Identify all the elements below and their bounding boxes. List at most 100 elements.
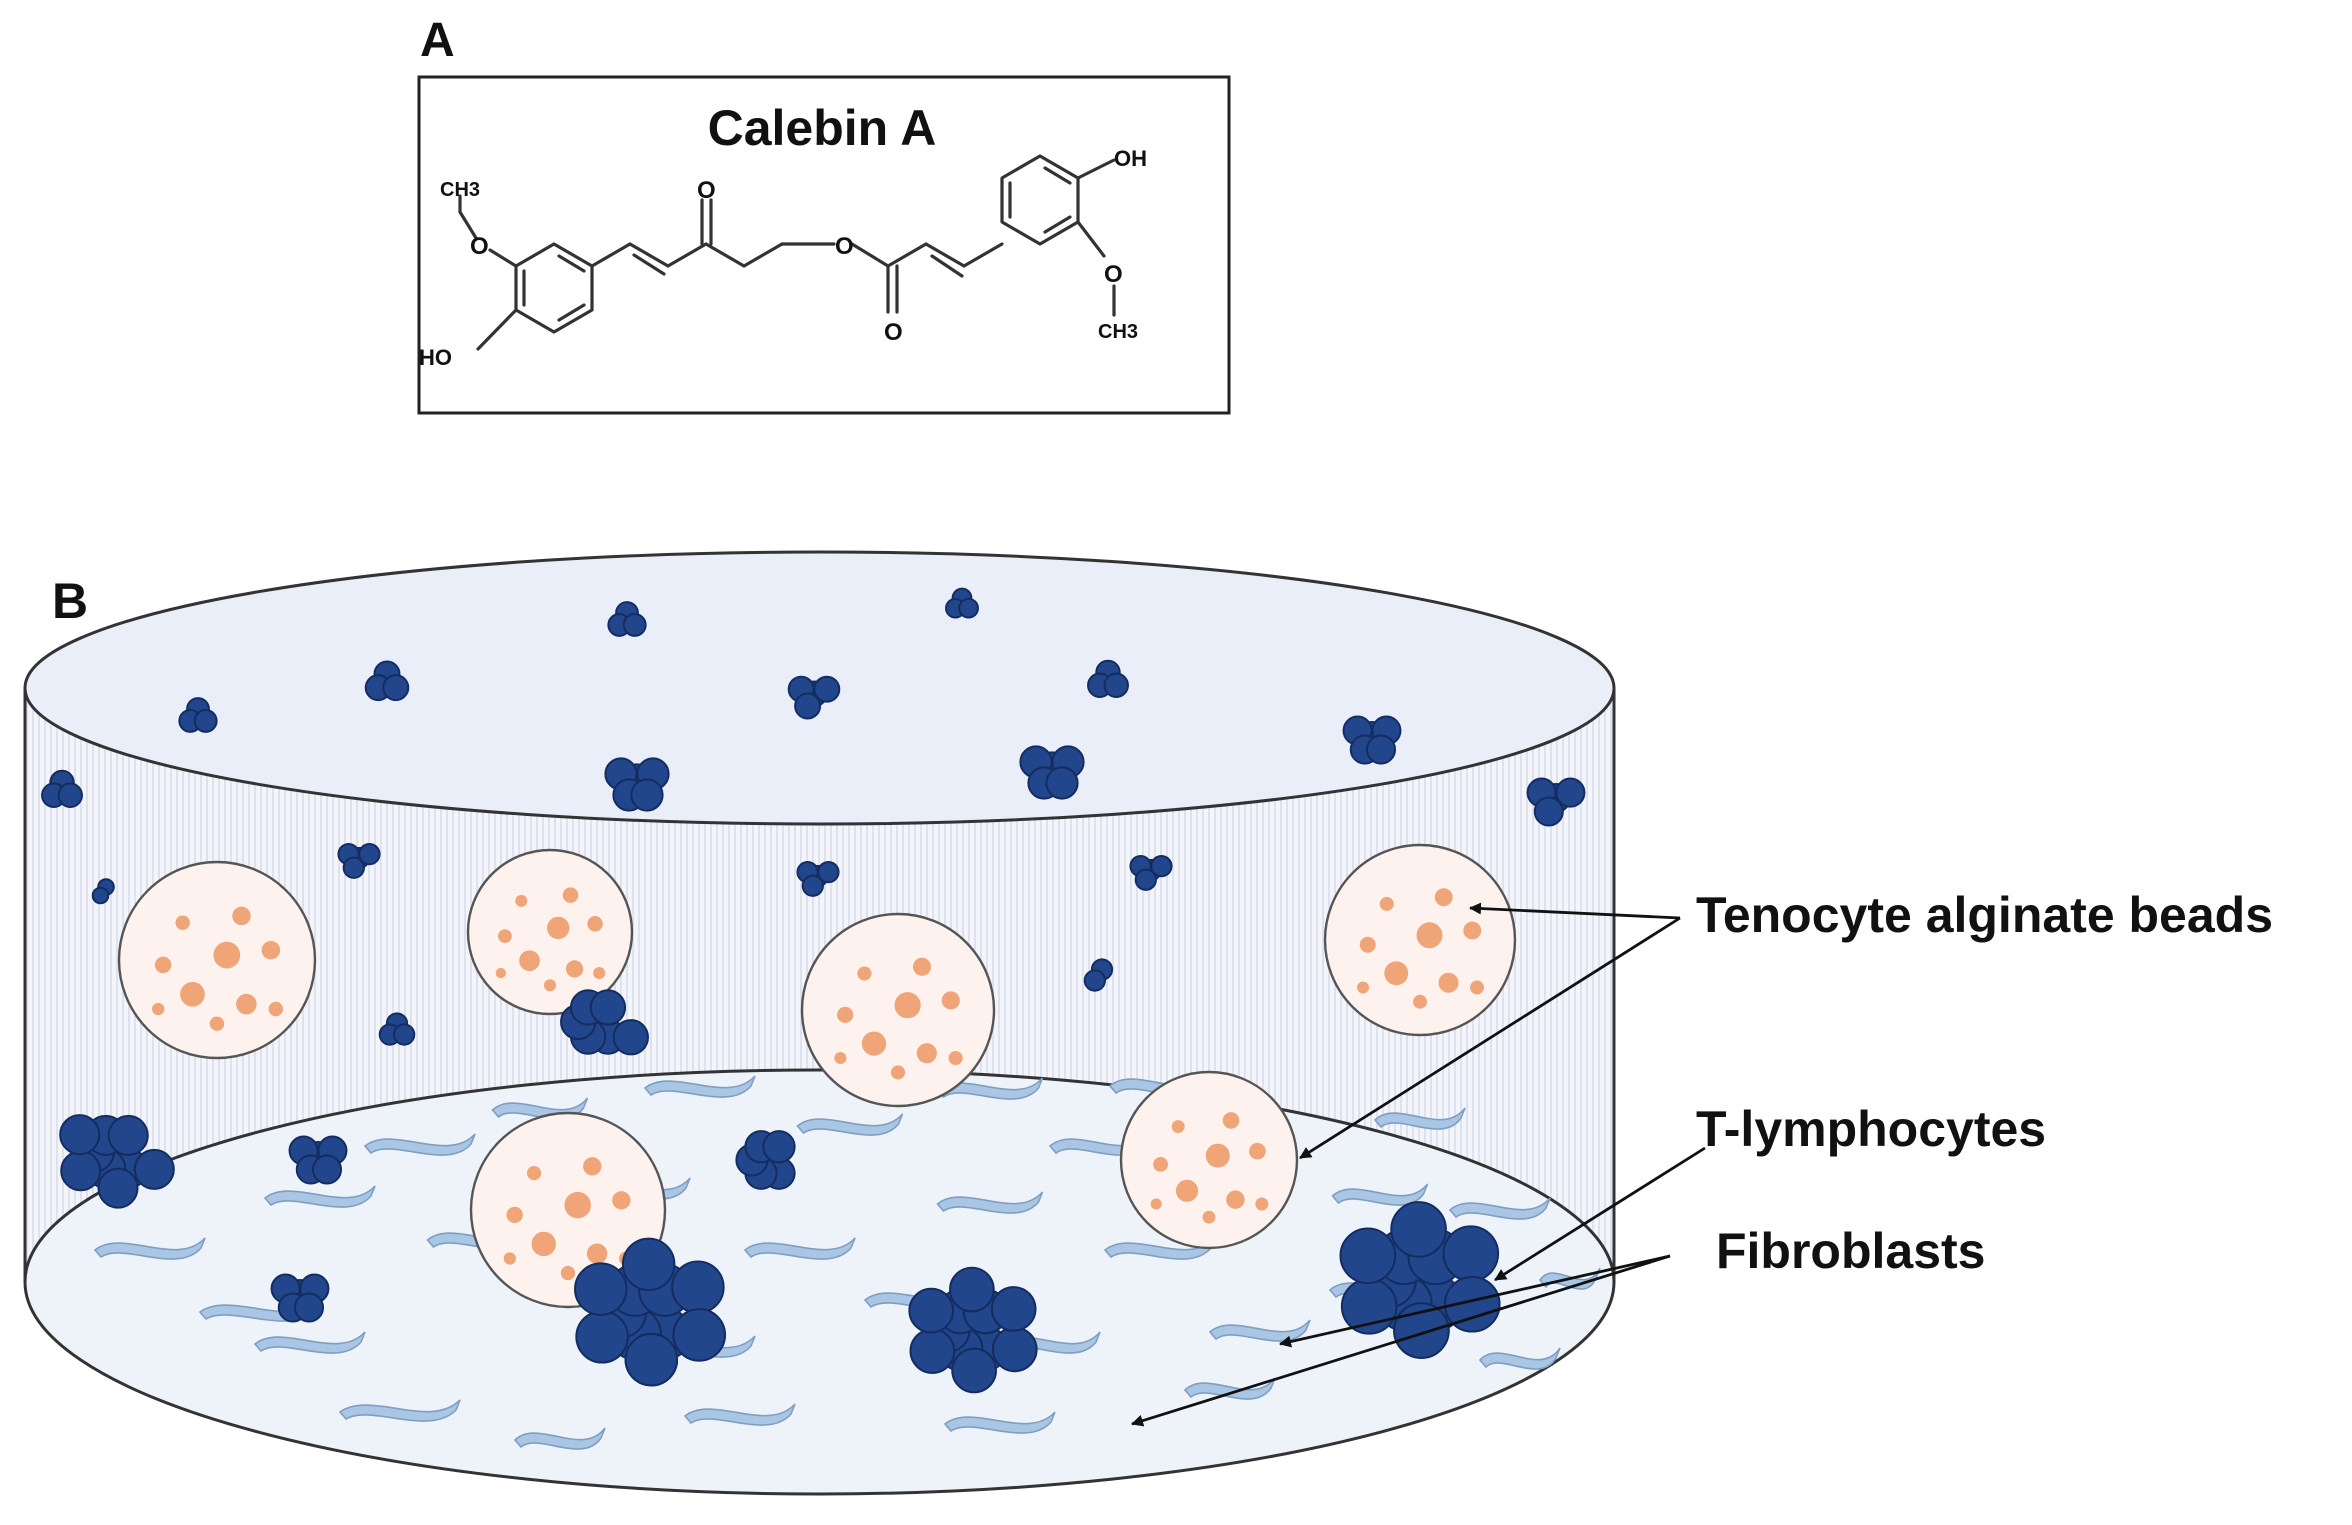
panel-b-label: B <box>52 573 88 629</box>
tenocyte-cell <box>593 966 606 980</box>
label-tenocyte-alginate-beads: Tenocyte alginate beads <box>1696 887 2273 943</box>
fibroblast-cell <box>936 1191 1044 1214</box>
tenocyte-cell <box>894 992 921 1019</box>
t-lymphocyte-cell <box>991 1326 1038 1373</box>
arrow-to-fibroblast-1 <box>1279 1254 1671 1348</box>
t-lymphocyte-cell <box>193 708 218 733</box>
atom-carbonyl-oxygen: O <box>884 319 903 346</box>
t-lymphocyte-cluster <box>787 675 841 720</box>
annotation-arrows <box>1131 902 1706 1427</box>
tenocyte-cell <box>562 887 579 903</box>
compound-name: Calebin A <box>708 100 937 156</box>
tenocyte-cell <box>834 1051 847 1065</box>
arrow-to-lower-bead <box>1299 916 1681 1160</box>
arrow-to-right-bead <box>1469 902 1681 920</box>
t-lymphocyte-cell <box>60 1150 102 1192</box>
t-lymphocyte-cluster <box>1339 1201 1501 1359</box>
t-lymphocyte-cluster <box>1526 777 1586 827</box>
t-lymphocyte-cell <box>672 1308 726 1362</box>
atom-ester-oxygen: O <box>835 233 854 260</box>
tenocyte-bead-layer <box>117 843 1517 1309</box>
tenocyte-alginate-bead <box>1119 1070 1299 1250</box>
tenocyte-cell <box>232 906 251 926</box>
t-lymphocyte-cluster <box>91 878 115 905</box>
t-lymphocyte-cell <box>311 1154 343 1185</box>
fibroblast-cell <box>743 1237 856 1260</box>
tenocyte-cell <box>213 941 241 969</box>
t-lymphocyte-cluster <box>337 842 381 879</box>
arrow-to-t-lymphocytes <box>1494 1146 1706 1282</box>
tenocyte-cell <box>1379 896 1394 911</box>
t-lymphocyte-cell <box>1555 777 1586 808</box>
tenocyte-cell <box>890 1065 906 1080</box>
tenocyte-cell <box>1153 1157 1168 1172</box>
culture-dish <box>23 550 1616 1496</box>
tenocyte-cell <box>1463 921 1482 940</box>
t-lymphocyte-cluster <box>1342 715 1402 765</box>
t-lymphocyte-cell <box>622 612 647 637</box>
t-lymphocyte-cell <box>762 1130 796 1164</box>
t-lymphocyte-cell <box>133 1148 175 1190</box>
t-lymphocyte-cluster <box>1019 745 1085 800</box>
tenocyte-cell <box>837 1006 854 1023</box>
tenocyte-alginate-bead <box>800 912 996 1108</box>
t-lymphocyte-cell <box>794 692 822 720</box>
tenocyte-cell <box>1205 1143 1230 1168</box>
t-lymphocyte-cell <box>949 1266 995 1313</box>
t-lymphocyte-cluster <box>378 1012 416 1046</box>
panel-a-label: A <box>420 14 455 67</box>
atom-right-hydroxyl: OH <box>1114 146 1147 171</box>
tenocyte-cell <box>1226 1190 1245 1209</box>
t-lymphocyte-layer <box>41 587 1586 1394</box>
tenocyte-cell <box>1171 1120 1185 1134</box>
tenocyte-cell <box>526 1166 542 1181</box>
t-lymphocyte-cell <box>1103 672 1129 698</box>
t-lymphocyte-cell <box>91 886 110 905</box>
tenocyte-cell <box>519 950 540 972</box>
t-lymphocyte-cluster <box>1129 854 1173 891</box>
t-lymphocyte-cell <box>1390 1201 1447 1258</box>
dish-rim <box>23 550 1616 826</box>
t-lymphocyte-cell <box>293 1292 325 1323</box>
t-lymphocyte-cluster <box>364 660 410 702</box>
t-lymphocyte-cell <box>1443 1275 1501 1333</box>
tenocyte-cell <box>209 1016 225 1031</box>
tenocyte-cell <box>564 1191 591 1219</box>
tenocyte-cell <box>515 894 528 907</box>
tenocyte-cell <box>261 940 281 960</box>
label-t-lymphocytes: T-lymphocytes <box>1696 1101 2046 1157</box>
fibroblast-cell <box>338 1399 461 1422</box>
tenocyte-cell <box>154 956 172 974</box>
t-lymphocyte-cell <box>1339 1227 1397 1285</box>
t-lymphocyte-cluster <box>604 757 670 812</box>
fibroblast-cell <box>936 1077 1044 1100</box>
t-lymphocyte-cluster <box>796 860 840 897</box>
t-lymphocyte-cell <box>908 1287 955 1334</box>
t-lymphocyte-cell <box>59 1114 101 1156</box>
t-lymphocyte-cluster <box>908 1266 1038 1394</box>
t-lymphocyte-cell <box>817 860 840 884</box>
fibroblast-cell <box>1208 1319 1311 1342</box>
t-lymphocyte-cell <box>958 597 979 619</box>
tenocyte-cell <box>152 1002 165 1016</box>
t-lymphocyte-cell <box>575 1310 629 1364</box>
t-lymphocyte-cell <box>624 1332 679 1387</box>
t-lymphocyte-cluster <box>59 1114 175 1209</box>
tenocyte-cell <box>1416 922 1443 949</box>
fibroblast-cell <box>643 1075 756 1098</box>
t-lymphocyte-cell <box>97 1167 139 1209</box>
t-lymphocyte-cell <box>630 778 664 812</box>
tenocyte-cell <box>1202 1210 1216 1224</box>
panel-a: A Calebin A <box>417 14 1231 415</box>
tenocyte-cell <box>1255 1197 1269 1211</box>
t-lymphocyte-cluster <box>735 1130 796 1190</box>
t-lymphocyte-cluster <box>1083 958 1114 992</box>
tenocyte-cell <box>506 1206 523 1223</box>
t-lymphocyte-cluster <box>574 1237 726 1387</box>
fibroblast-cell <box>1373 1107 1466 1130</box>
t-lymphocyte-cell <box>612 1019 649 1056</box>
t-lymphocyte-cell <box>801 874 824 897</box>
t-lymphocyte-cell <box>1442 1225 1500 1282</box>
tenocyte-cell <box>495 967 506 979</box>
fibroblast-cell <box>1183 1377 1276 1400</box>
